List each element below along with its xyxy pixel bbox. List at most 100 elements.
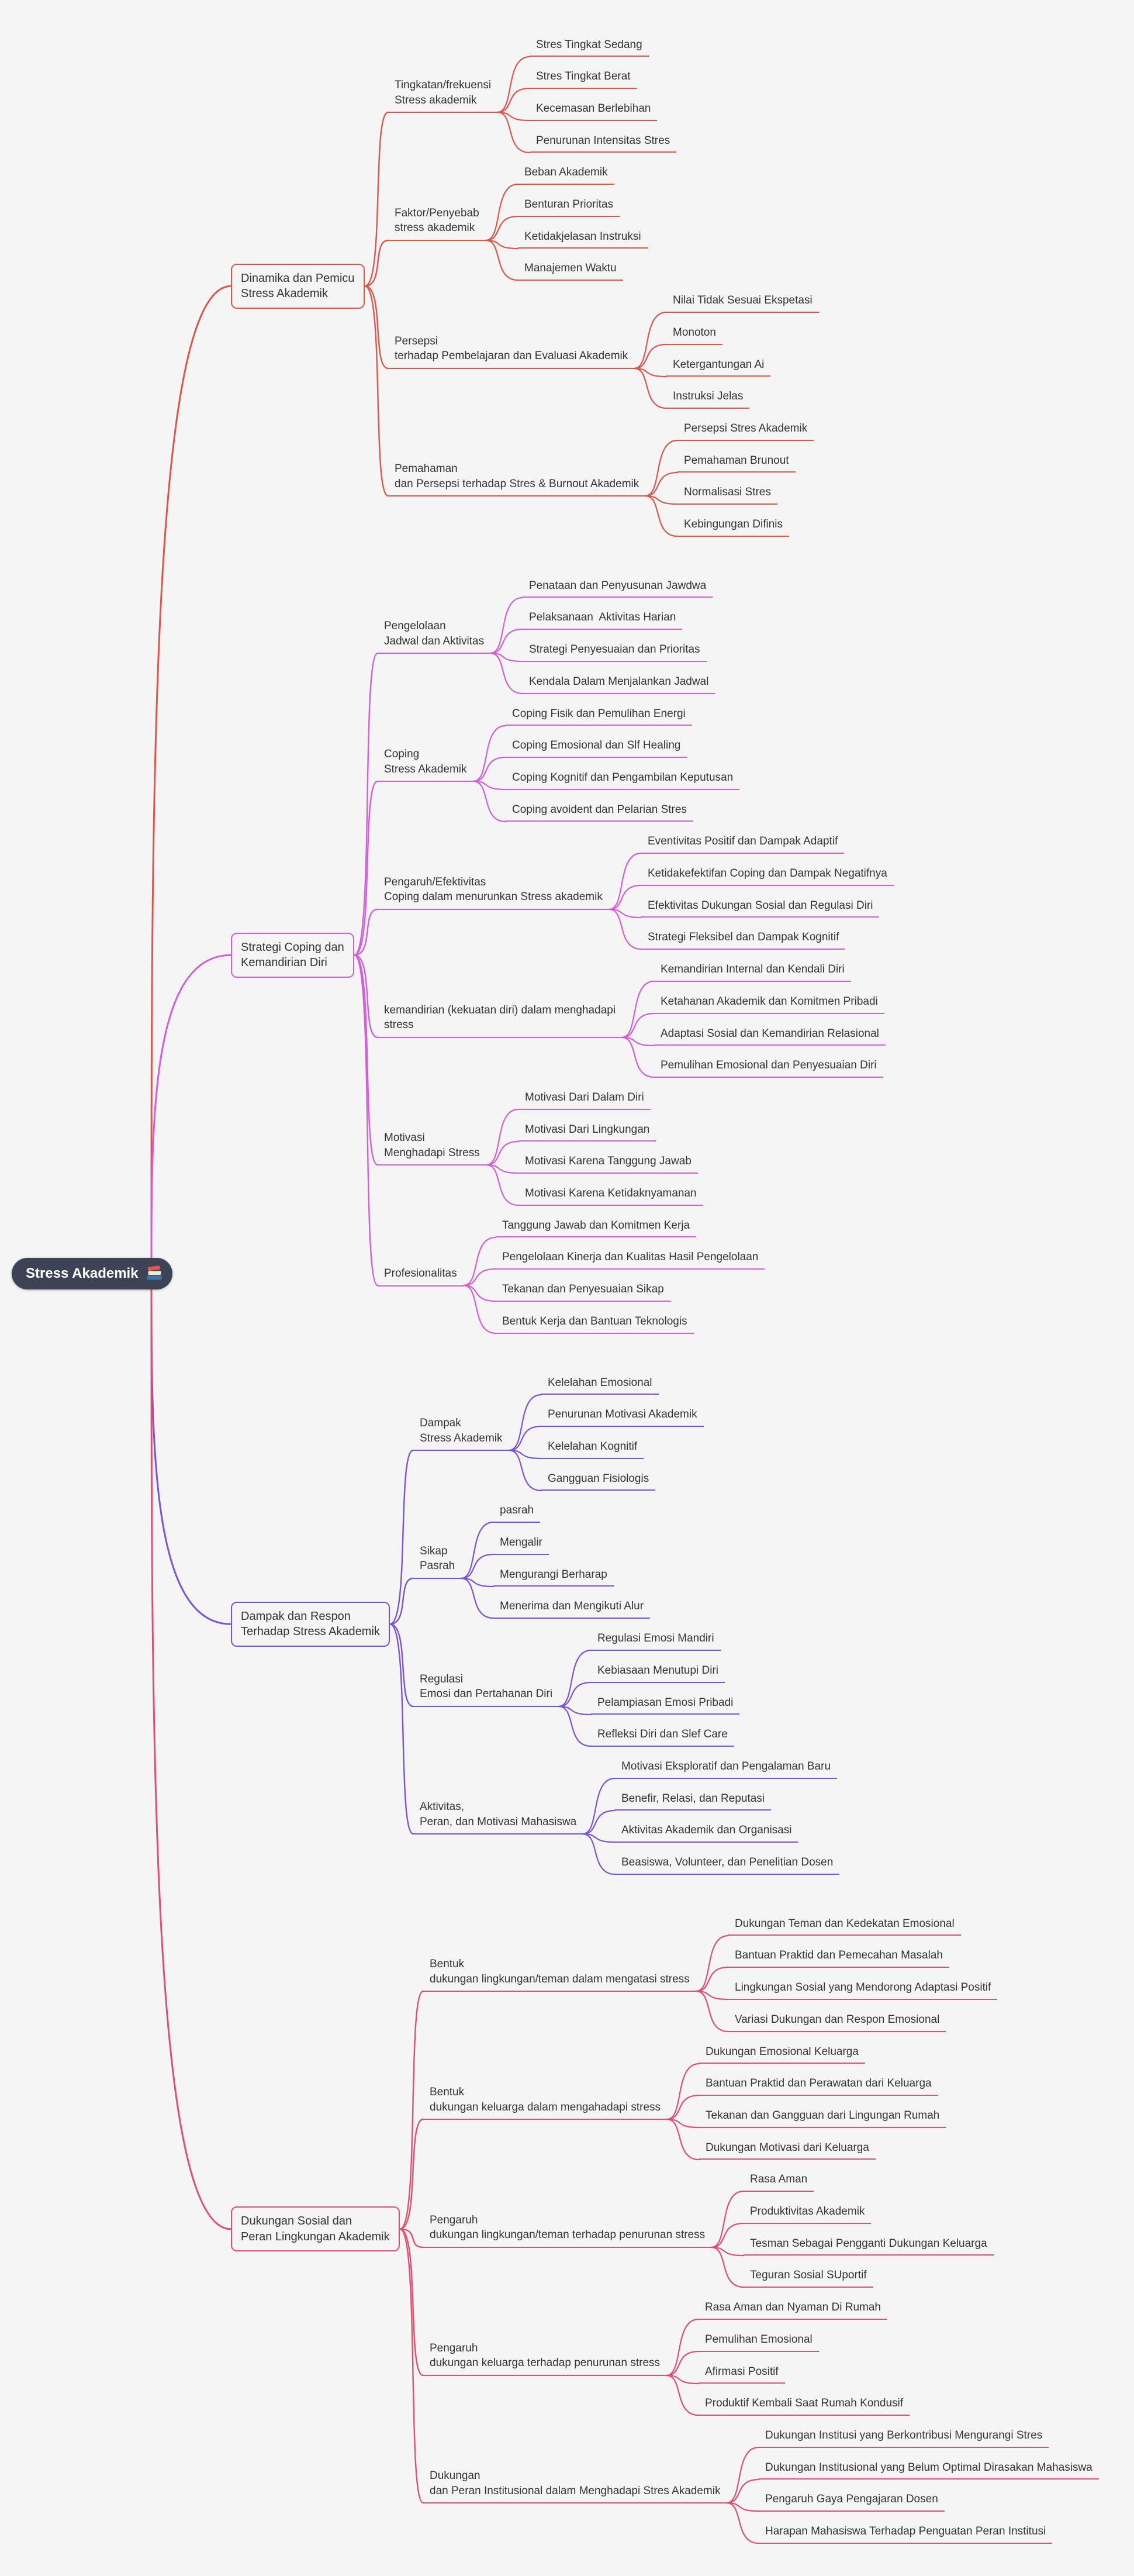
leaf-topic[interactable]: Benefir, Relasi, dan Reputasi bbox=[615, 1789, 772, 1811]
leaf-topic[interactable]: Gangguan Fisiologis bbox=[541, 1470, 656, 1491]
leaf-topic[interactable]: Pemahaman Brunout bbox=[677, 451, 796, 473]
leaf-topic[interactable]: Variasi Dukungan dan Respon Emosional bbox=[728, 2011, 946, 2032]
leaf-topic[interactable]: Kecemasan Berlebihan bbox=[530, 99, 658, 121]
leaf-topic[interactable]: Coping Emosional dan Slf Healing bbox=[506, 736, 687, 758]
leaf-topic[interactable]: Adaptasi Sosial dan Kemandirian Relasion… bbox=[654, 1025, 886, 1046]
leaf-topic[interactable]: Tanggung Jawab dan Komitmen Kerja bbox=[496, 1216, 697, 1238]
leaf-topic[interactable]: Mengalir bbox=[493, 1533, 549, 1555]
leaf-topic[interactable]: Eventivitas Positif dan Dampak Adaptif bbox=[641, 832, 845, 854]
leaf-topic[interactable]: Aktivitas Akademik dan Organisasi bbox=[615, 1821, 798, 1843]
leaf-topic[interactable]: Kelelahan Kognitif bbox=[541, 1437, 644, 1459]
leaf-topic[interactable]: Normalisasi Stres bbox=[677, 483, 777, 505]
leaf-topic[interactable]: Motivasi Eksploratif dan Pengalaman Baru bbox=[615, 1757, 838, 1779]
leaf-topic[interactable]: Bantuan Praktid dan Perawatan dari Kelua… bbox=[699, 2074, 938, 2096]
leaf-topic[interactable]: Dukungan Institusi yang Berkontribusi Me… bbox=[759, 2426, 1049, 2448]
leaf-topic[interactable]: Efektivitas Dukungan Sosial dan Regulasi… bbox=[641, 896, 880, 918]
leaf-topic[interactable]: Tesman Sebagai Pengganti Dukungan Keluar… bbox=[744, 2234, 994, 2256]
leaf-topic[interactable]: Monoton bbox=[666, 323, 722, 345]
leaf-topic[interactable]: Pelampiasan Emosi Pribadi bbox=[591, 1694, 740, 1715]
leaf-topic[interactable]: Ketidakjelasan Instruksi bbox=[518, 227, 648, 249]
leaf-topic[interactable]: Harapan Mahasiswa Terhadap Penguatan Per… bbox=[759, 2522, 1053, 2544]
leaf-topic[interactable]: Manajemen Waktu bbox=[518, 259, 623, 281]
leaf-topic[interactable]: Refleksi Diri dan Slef Care bbox=[591, 1725, 734, 1747]
leaf-topic[interactable]: Regulasi Emosi Mandiri bbox=[591, 1629, 721, 1651]
leaf-topic[interactable]: Penurunan Intensitas Stres bbox=[530, 132, 677, 153]
subtopic-strategi-coping-4[interactable]: kemandirian (kekuatan diri) dalam mengha… bbox=[378, 1001, 623, 1038]
leaf-topic[interactable]: Motivasi Karena Ketidaknyamanan bbox=[518, 1184, 703, 1206]
leaf-topic[interactable]: Rasa Aman dan Nyaman Di Rumah bbox=[699, 2298, 887, 2320]
leaf-topic[interactable]: Coping Fisik dan Pemulihan Energi bbox=[506, 705, 692, 726]
leaf-topic[interactable]: Dukungan Teman dan Kedekatan Emosional bbox=[728, 1915, 961, 1936]
leaf-topic[interactable]: Stres Tingkat Berat bbox=[530, 67, 637, 89]
leaf-topic[interactable]: Penataan dan Penyusunan Jawdwa bbox=[523, 577, 713, 598]
leaf-topic[interactable]: Kelelahan Emosional bbox=[541, 1374, 659, 1395]
leaf-topic[interactable]: Beban Akademik bbox=[518, 163, 614, 185]
leaf-topic[interactable]: Strategi Fleksibel dan Dampak Kognitif bbox=[641, 928, 846, 950]
leaf-topic[interactable]: Motivasi Dari Lingkungan bbox=[518, 1120, 656, 1142]
leaf-topic[interactable]: Ketahanan Akademik dan Komitmen Pribadi bbox=[654, 992, 884, 1014]
leaf-topic[interactable]: Pelaksanaan Aktivitas Harian bbox=[523, 608, 683, 630]
leaf-topic[interactable]: Bentuk Kerja dan Bantuan Teknologis bbox=[496, 1312, 694, 1334]
leaf-topic[interactable]: Pengelolaan Kinerja dan Kualitas Hasil P… bbox=[496, 1248, 765, 1270]
leaf-topic[interactable]: Tekanan dan Penyesuaian Sikap bbox=[496, 1280, 670, 1302]
leaf-topic[interactable]: Bantuan Praktid dan Pemecahan Masalah bbox=[728, 1946, 949, 1968]
leaf-topic[interactable]: Kebingungan Difinis bbox=[677, 515, 790, 537]
leaf-topic[interactable]: Instruksi Jelas bbox=[666, 387, 750, 409]
leaf-topic[interactable]: Nilai Tidak Sesuai Ekspetasi bbox=[666, 291, 819, 313]
leaf-topic[interactable]: Stres Tingkat Sedang bbox=[530, 36, 649, 57]
leaf-topic[interactable]: Penurunan Motivasi Akademik bbox=[541, 1405, 704, 1427]
leaf-topic[interactable]: pasrah bbox=[493, 1501, 541, 1523]
leaf-topic[interactable]: Dukungan Motivasi dari Keluarga bbox=[699, 2139, 876, 2160]
leaf-topic[interactable]: Dukungan Emosional Keluarga bbox=[699, 2043, 865, 2064]
leaf-topic[interactable]: Motivasi Karena Tanggung Jawab bbox=[518, 1152, 698, 1174]
leaf-topic[interactable]: Afirmasi Positif bbox=[699, 2363, 785, 2384]
leaf-topic[interactable]: Strategi Penyesuaian dan Prioritas bbox=[523, 640, 707, 662]
subtopic-strategi-coping-6[interactable]: Profesionalitas bbox=[378, 1264, 464, 1287]
leaf-topic[interactable]: Rasa Aman bbox=[744, 2170, 814, 2192]
leaf-topic[interactable]: Motivasi Dari Dalam Diri bbox=[518, 1088, 651, 1110]
leaf-topic[interactable]: Menerima dan Mengikuti Alur bbox=[493, 1597, 651, 1619]
leaf-topic[interactable]: Ketergantungan Ai bbox=[666, 356, 771, 377]
leaf-topic[interactable]: Produktivitas Akademik bbox=[744, 2202, 872, 2224]
leaf-topic[interactable]: Coping avoident dan Pelarian Stres bbox=[506, 801, 693, 822]
leaf-topic[interactable]: Pengaruh Gaya Pengajaran Dosen bbox=[759, 2490, 945, 2512]
root-topic[interactable]: Stress Akademik bbox=[12, 1257, 172, 1289]
leaf-topic[interactable]: Benturan Prioritas bbox=[518, 195, 620, 217]
leaf-topic[interactable]: Dukungan Institusional yang Belum Optima… bbox=[759, 2458, 1099, 2480]
leaf-topic[interactable]: Kemandirian Internal dan Kendali Diri bbox=[654, 960, 851, 982]
leaf-topic[interactable]: Teguran Sosial SUportif bbox=[744, 2266, 873, 2288]
leaf-topic[interactable]: Kendala Dalam Menjalankan Jadwal bbox=[523, 673, 715, 694]
leaf-topic[interactable]: Coping Kognitif dan Pengambilan Keputusa… bbox=[506, 768, 740, 790]
leaf-topic[interactable]: Kebiasaan Menutupi Diri bbox=[591, 1661, 725, 1683]
leaf-topic[interactable]: Pemulihan Emosional bbox=[699, 2330, 819, 2352]
leaf-topic[interactable]: Produktif Kembali Saat Rumah Kondusif bbox=[699, 2394, 910, 2416]
leaf-topic[interactable]: Ketidakefektifan Coping dan Dampak Negat… bbox=[641, 864, 894, 886]
subtopic-dampak-respon-4[interactable]: Aktivitas,Peran, dan Motivasi Mahasiswa bbox=[413, 1797, 583, 1835]
leaf-topic[interactable]: Persepsi Stres Akademik bbox=[677, 419, 814, 441]
leaf-topic[interactable]: Lingkungan Sosial yang Mendorong Adaptas… bbox=[728, 1978, 998, 2000]
leaf-topic[interactable]: Pemulihan Emosional dan Penyesuaian Diri bbox=[654, 1056, 883, 1078]
leaf-topic[interactable]: Beasiswa, Volunteer, dan Penelitian Dose… bbox=[615, 1853, 840, 1875]
leaf-topic[interactable]: Tekanan dan Gangguan dari Lingungan Ruma… bbox=[699, 2106, 946, 2128]
leaf-topic[interactable]: Mengurangi Berharap bbox=[493, 1565, 614, 1587]
